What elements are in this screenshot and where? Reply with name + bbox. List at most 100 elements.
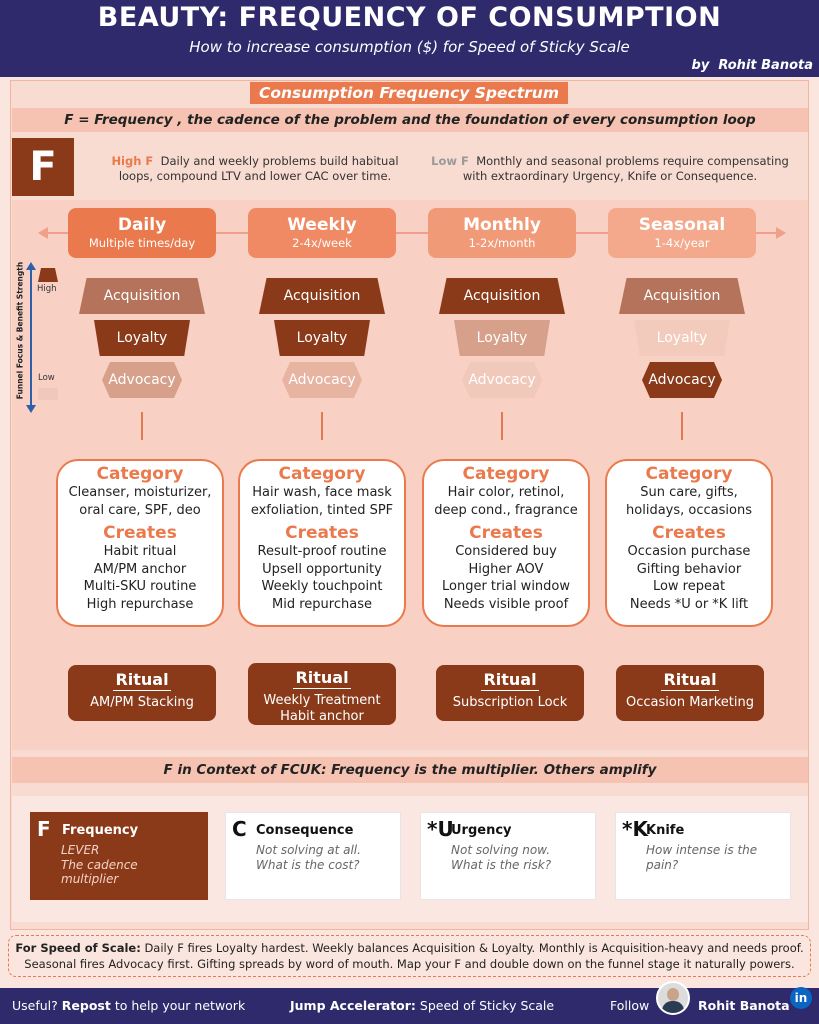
fcuk-title: Knife [646, 823, 685, 838]
ritual-line: AM/PM Stacking [90, 695, 194, 710]
creates-title: Creates [652, 523, 726, 543]
fcuk-desc-line: What is the risk? [451, 857, 552, 872]
fcuk-title: Consequence [256, 823, 354, 838]
creates-title: Creates [285, 523, 359, 543]
axis-arrow [30, 268, 32, 408]
tier-advocacy: Advocacy [462, 362, 542, 398]
axis-high-label: High [37, 284, 57, 294]
ritual-text: Subscription Lock [436, 695, 584, 711]
definition-bar: F = Frequency , the cadence of the probl… [12, 108, 808, 132]
tier-acquisition: Acquisition [619, 278, 745, 314]
footer-line-1: Daily F fires Loyalty hardest. Weekly ba… [144, 941, 804, 955]
freq-name: Monthly [463, 215, 541, 235]
connector-line [501, 412, 503, 440]
category-title: Category [278, 464, 366, 484]
arrow-right-icon [776, 227, 786, 239]
page-subtitle: How to increase consumption ($) for Spee… [189, 38, 630, 56]
freq-desc: 1-4x/year [654, 236, 710, 250]
fcuk-letter: F [37, 817, 51, 841]
low-f-note: Low F Monthly and seasonal problems requ… [420, 154, 800, 184]
avatar[interactable] [656, 981, 690, 1015]
tier-acquisition: Acquisition [79, 278, 205, 314]
fcuk-desc-line: Not solving now. [451, 843, 551, 857]
fcuk-letter: *K [622, 817, 648, 841]
axis-low-label: Low [38, 373, 55, 383]
creates-line: Gifting behavior [636, 561, 742, 577]
tier-acquisition: Acquisition [439, 278, 565, 314]
repost-link[interactable]: Repost [61, 998, 111, 1013]
spectrum-title: Consumption Frequency Spectrum [250, 82, 568, 104]
creates-line: Result-proof routine [257, 544, 387, 559]
byline-name: Rohit Banota [718, 58, 813, 73]
byline: by Rohit Banota [692, 58, 813, 73]
low-f-text: Monthly and seasonal problems require co… [462, 154, 789, 183]
tier-loyalty: Loyalty [454, 320, 550, 356]
creates-line: Considered buy [455, 544, 557, 559]
f-letter-box: F [12, 138, 74, 196]
axis-label: Funnel Focus & Benefit Strength [15, 261, 25, 400]
creates-line: High repurchase [86, 596, 194, 612]
fcuk-desc-line: What is the cost? [256, 857, 360, 872]
category-line: deep cond., fragrance [434, 502, 578, 518]
ritual-line: Habit anchor [280, 709, 364, 724]
freq-name: Weekly [287, 215, 357, 235]
high-f-note: High F Daily and weekly problems build h… [100, 154, 410, 184]
author-name[interactable]: Rohit Banota [698, 998, 790, 1013]
freq-name: Daily [117, 215, 167, 235]
fcuk-title: Frequency [62, 823, 139, 838]
jump-label: Jump Accelerator: [290, 998, 416, 1013]
tier-loyalty: Loyalty [634, 320, 730, 356]
ritual-line: Occasion Marketing [626, 695, 754, 710]
creates-title: Creates [103, 523, 177, 543]
category-line: oral care, SPF, deo [79, 502, 201, 518]
jump-value: Speed of Sticky Scale [419, 998, 555, 1013]
creates-line: AM/PM anchor [93, 561, 187, 577]
page-title: BEAUTY: FREQUENCY OF CONSUMPTION [97, 2, 722, 33]
tier-acquisition: Acquisition [259, 278, 385, 314]
axis-high-swatch [38, 268, 58, 282]
footer-lead: For Speed of Scale: [15, 941, 141, 955]
tier-advocacy: Advocacy [642, 362, 722, 398]
tier-advocacy: Advocacy [282, 362, 362, 398]
fcuk-letter: *U [427, 817, 454, 841]
high-f-label: High F [111, 154, 154, 168]
high-f-text: Daily and weekly problems build habitual… [118, 154, 399, 183]
fcuk-desc-line: Not solving at all. [256, 843, 361, 857]
category-line: Hair wash, face mask [252, 485, 392, 500]
ritual-title: Ritual [293, 668, 351, 689]
bottom-bar: Useful? Repost to help your network Jump… [0, 988, 819, 1024]
creates-line: Mid repurchase [272, 596, 372, 612]
linkedin-icon[interactable]: in [790, 987, 812, 1009]
creates-line: Multi-SKU routine [83, 579, 197, 594]
creates-line: Weekly touchpoint [261, 579, 383, 594]
low-f-label: Low F [431, 154, 469, 168]
fcuk-letter: C [232, 817, 247, 841]
freq-desc: Multiple times/day [88, 236, 196, 250]
creates-line: Higher AOV [468, 561, 544, 577]
follow-text: Follow [610, 998, 650, 1013]
creates-line: Upsell opportunity [262, 561, 382, 577]
axis-low-swatch [38, 388, 58, 400]
tier-advocacy: Advocacy [102, 362, 182, 398]
category-line: Hair color, retinol, [447, 485, 565, 500]
repost-cta: Useful? Repost to help your network [12, 998, 245, 1013]
connector-line [321, 412, 323, 440]
context-bar: F in Context of FCUK: Frequency is the m… [12, 757, 808, 783]
repost-rest: to help your network [114, 998, 246, 1013]
